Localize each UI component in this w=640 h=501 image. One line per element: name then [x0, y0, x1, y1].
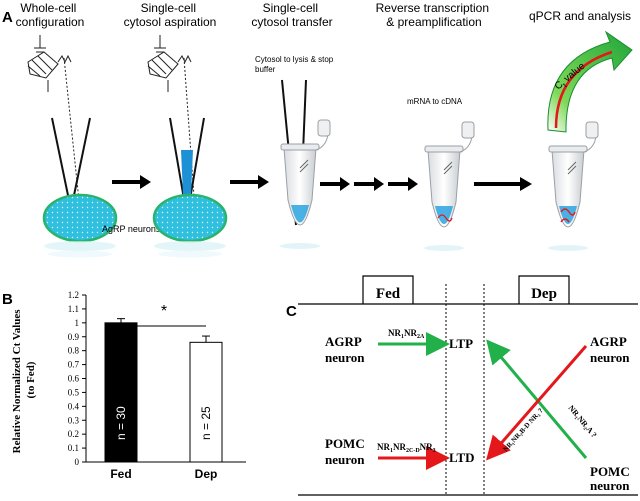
panel-b-label: B [2, 291, 13, 308]
flow-arrows-3 [320, 177, 418, 191]
tube-shadow-3 [548, 245, 588, 251]
nr-bottom-label: NR1NR2C-DNR3 [377, 442, 436, 454]
pomc-right-label: POMC neuron [590, 464, 633, 493]
step-2-title: Single-cell cytosol aspiration [124, 1, 217, 29]
agrp-ltd-arrow [486, 345, 588, 461]
y-tick-label: 1.1 [68, 304, 79, 314]
bar-fed [104, 322, 138, 463]
cell-icon-2 [152, 193, 228, 258]
pipette-1 [51, 117, 91, 206]
y-tick-label: 0.2 [68, 429, 79, 439]
dep-label: Dep [531, 286, 557, 302]
bar-chart: 0 0.1 0.2 0.3 0.4 0.5 0.6 0.7 0.8 0.9 1 1.1 1.2 n = 3… [68, 290, 246, 481]
y-axis-title: Relative Normalized Ct Values (to Fed) [11, 307, 37, 454]
tube-shadow-2 [424, 245, 464, 251]
y-tick-label: 1.2 [68, 290, 79, 300]
nr-diag-green-label: NR₁NR₂A ? [566, 404, 598, 440]
mrna-note: mRNA to cDNA [407, 97, 463, 106]
electrode-icon-1 [27, 35, 81, 211]
flow-arrow-1 [112, 175, 151, 189]
tube-icon-3 [548, 121, 599, 228]
step-3-title: Single-cell cytosol transfer [251, 1, 332, 29]
y-tick-label: 0.1 [68, 443, 79, 453]
agrp-left-label: AGRP neuron [325, 334, 365, 365]
y-tick-label: 1 [75, 318, 80, 328]
pipette-2 [169, 117, 205, 206]
y-tick-label: 0.6 [68, 374, 80, 384]
cytosol-note: Cytosol to lysis & stop buffer [255, 55, 335, 74]
x-category-label: Dep [195, 467, 218, 481]
tube-icon-1 [280, 119, 331, 226]
significance-star: * [161, 303, 167, 320]
agrp-right-label: AGRP neuron [590, 334, 630, 365]
step-4-title: Reverse transcription & preamplification [376, 1, 493, 29]
cell-icon-1 [42, 193, 118, 258]
bar-dep [189, 341, 223, 463]
y-tick-label: 0.4 [68, 401, 80, 411]
tube-icon-2 [424, 121, 475, 228]
ct-curve-icon [547, 30, 633, 133]
y-tick-label: 0.9 [68, 332, 80, 342]
ltp-label: LTP [449, 336, 473, 351]
pomc-left-label: POMC neuron [325, 436, 368, 467]
nr-diag-red-label: NR₁NR₂B-D NR₃ ? [502, 406, 546, 453]
bar-n-label: n = 25 [199, 406, 213, 440]
step-5-title: qPCR and analysis [529, 9, 631, 23]
y-tick-label: 0.5 [68, 387, 80, 397]
tube-shadow-1 [280, 243, 320, 249]
y-tick-label: 0.7 [68, 360, 80, 370]
step-1-title: Whole-cell configuration [16, 1, 85, 29]
panel-c-label: C [286, 303, 297, 320]
electrode-icon-2 [147, 35, 196, 211]
x-category-label: Fed [110, 467, 131, 481]
y-tick-label: 0.8 [68, 346, 80, 356]
bar-n-label: n = 30 [114, 406, 128, 440]
nr-top-label: NR1NR2A [388, 328, 425, 340]
y-tick-label: 0.3 [68, 415, 80, 425]
panel-c-frame [298, 275, 638, 496]
flow-arrow-2 [230, 175, 269, 189]
y-tick-label: 0 [75, 457, 80, 467]
cell-label: AgRP neurons [102, 224, 161, 234]
flow-arrow-4 [474, 177, 532, 191]
fed-label: Fed [376, 286, 401, 302]
ltd-label: LTD [449, 450, 475, 465]
panel-a-label: A [2, 9, 13, 26]
